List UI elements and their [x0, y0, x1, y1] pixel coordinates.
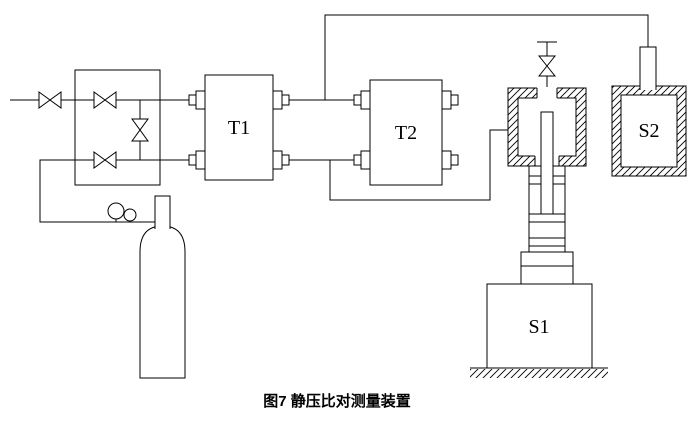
manifold-upper-valve-icon: [93, 91, 117, 109]
s2-cavity: [620, 94, 678, 168]
chamber-port-edges: [534, 88, 560, 166]
pipe-bottom-route-to-piston: [329, 129, 508, 201]
manifold-bypass-valve-icon: [131, 118, 149, 142]
regulator-gauge-small: [123, 208, 137, 222]
cylinder-neck: [154, 195, 171, 229]
t2-label: T2: [395, 122, 417, 144]
inlet-valve-icon: [38, 91, 62, 109]
t1-label: T1: [228, 117, 250, 139]
shutoff-valves: [38, 55, 557, 169]
transducer-t1: T1: [188, 74, 290, 181]
manifold-lower-valve-icon: [93, 151, 117, 169]
valve-manifold-box: [74, 69, 161, 186]
reference-gauge-s2: S2: [611, 46, 687, 177]
s2-top-connector: [639, 46, 657, 90]
ground-hatch: [470, 369, 608, 378]
t1-ports: [188, 90, 290, 170]
piston-rod: [540, 111, 554, 215]
pressure-regulator: [107, 202, 137, 222]
pipe-top-route-to-s2: [324, 14, 649, 100]
t1-body: [204, 74, 274, 181]
figure-caption: 图7 静压比对测量装置: [263, 392, 411, 410]
chamber-top-port-gap: [537, 87, 557, 99]
regulator-gauge-large: [107, 202, 125, 220]
piston-base-block: [520, 251, 574, 285]
t2-body: [369, 79, 443, 186]
stand-s1: S1: [486, 283, 593, 369]
piston-gauge: [507, 87, 587, 285]
vent-valve-icon: [537, 55, 557, 77]
s2-label: S2: [638, 120, 659, 142]
t2-ports: [353, 90, 459, 170]
s1-label: S1: [528, 316, 549, 338]
gas-cylinder: [139, 195, 186, 379]
cylinder-body: [139, 225, 186, 379]
ground: [470, 367, 608, 378]
s1-body: [486, 283, 593, 369]
transducer-t2: T2: [353, 79, 459, 186]
